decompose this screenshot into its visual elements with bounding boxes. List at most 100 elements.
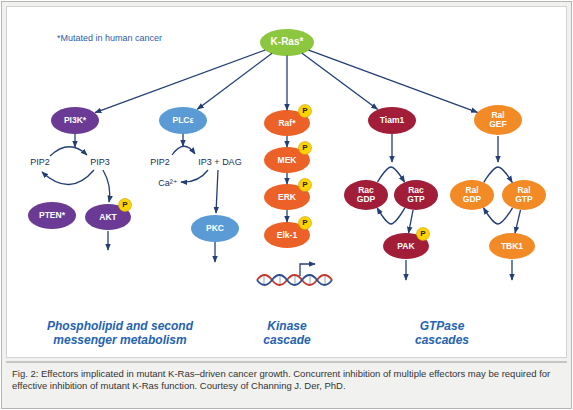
flow-arrow bbox=[103, 170, 110, 202]
node-text: TBK1 bbox=[492, 242, 532, 251]
metabolite-label: IP3 + DAG bbox=[194, 157, 246, 168]
badge-circle bbox=[119, 199, 132, 212]
phospho-badge: P bbox=[118, 198, 132, 212]
flow-arrow bbox=[216, 170, 218, 213]
node-text: PAK bbox=[386, 242, 426, 251]
effector-node: PLCε bbox=[159, 107, 207, 134]
cycle-arrow bbox=[42, 170, 94, 185]
output-arrow bbox=[107, 231, 108, 250]
conversion-arrow bbox=[172, 146, 195, 155]
kinase-node: TBK1 bbox=[489, 233, 535, 259]
node-text: PKC bbox=[194, 224, 236, 233]
phospho-mark: P bbox=[416, 230, 430, 238]
phospho-mark: P bbox=[298, 107, 312, 115]
node-ellipse bbox=[368, 107, 416, 134]
node-text: AKT bbox=[88, 213, 128, 222]
signal-arrow bbox=[197, 53, 272, 109]
node-ellipse bbox=[502, 180, 546, 210]
metabolite-label: PIP2 bbox=[146, 157, 174, 168]
category-heading: GTPase cascades bbox=[402, 319, 482, 348]
node-ellipse bbox=[344, 180, 388, 210]
node-text: PI3K* bbox=[54, 116, 96, 125]
node-text: Elk-1 bbox=[267, 231, 307, 240]
signal-arrow bbox=[286, 136, 287, 147]
badge-circle bbox=[417, 228, 430, 241]
phospho-mark: P bbox=[118, 201, 132, 209]
node-ellipse bbox=[51, 107, 99, 134]
node-text: Raf* bbox=[267, 119, 307, 128]
node-ellipse bbox=[474, 105, 522, 135]
signal-arrow bbox=[377, 167, 404, 182]
diagram-panel bbox=[7, 7, 567, 358]
node-ellipse bbox=[489, 233, 535, 259]
dna-strand bbox=[257, 275, 332, 285]
signal-arrow bbox=[409, 210, 414, 233]
phospho-badge: P bbox=[416, 227, 430, 241]
gtpase-node: Ral GTP bbox=[502, 180, 546, 210]
dna-rung bbox=[295, 275, 296, 285]
node-text: Ral GEF bbox=[485, 111, 511, 129]
metabolite-label: PIP2 bbox=[26, 157, 54, 168]
phospho-badge: P bbox=[298, 216, 312, 230]
node-ellipse bbox=[394, 180, 438, 210]
figure-caption: Fig. 2: Effectors implicated in mutant K… bbox=[12, 368, 561, 393]
node-ellipse bbox=[28, 202, 76, 229]
dna-rung bbox=[280, 275, 281, 285]
node-text: Rac GDP bbox=[353, 186, 379, 204]
badge-circle bbox=[299, 179, 312, 192]
node-ellipse bbox=[450, 180, 494, 210]
node-ellipse bbox=[260, 29, 314, 56]
badge-circle bbox=[299, 105, 312, 118]
signal-arrow bbox=[484, 167, 512, 182]
transcription-arrow bbox=[300, 264, 315, 276]
caption-rule bbox=[6, 362, 567, 363]
signal-arrow bbox=[286, 210, 287, 222]
output-arrow bbox=[214, 242, 215, 262]
ion-label: Ca²⁺ bbox=[156, 178, 180, 189]
node-text: Ral GDP bbox=[459, 186, 485, 204]
signal-arrow bbox=[309, 50, 478, 112]
node-text: ERK bbox=[267, 193, 307, 202]
gtpase-node: Ral GDP bbox=[450, 180, 494, 210]
kinase-node: PKC bbox=[191, 215, 239, 242]
dna-helix bbox=[257, 275, 332, 285]
cycle-arrow bbox=[50, 147, 87, 156]
signal-arrow bbox=[483, 208, 512, 224]
flow-arrow bbox=[497, 136, 498, 162]
output-arrow bbox=[405, 260, 406, 280]
dna-rung bbox=[325, 275, 326, 285]
node-ellipse bbox=[191, 215, 239, 242]
node-text: MEK bbox=[267, 156, 307, 165]
effector-node: Ral GEF bbox=[474, 105, 522, 135]
node-text: Rac GTP bbox=[403, 186, 429, 204]
effector-node: PI3K* bbox=[51, 107, 99, 134]
enzyme-node: PTEN* bbox=[28, 202, 76, 229]
flow-arrow bbox=[181, 170, 208, 182]
ras-node: K-Ras* bbox=[260, 29, 314, 56]
category-heading: Phospholipid and second messenger metabo… bbox=[25, 319, 215, 348]
dna-rung bbox=[264, 275, 265, 285]
flow-arrow bbox=[391, 134, 392, 162]
phospho-mark: P bbox=[298, 144, 312, 152]
metabolite-label: PIP3 bbox=[86, 157, 114, 168]
output-arrow bbox=[511, 260, 512, 280]
node-ellipse bbox=[159, 107, 207, 134]
phospho-mark: P bbox=[298, 181, 312, 189]
node-text: Tiam1 bbox=[371, 116, 413, 125]
flow-arrow bbox=[182, 134, 183, 146]
signal-arrow bbox=[515, 210, 520, 233]
phospho-mark: P bbox=[298, 219, 312, 227]
flow-arrow bbox=[74, 134, 75, 147]
phospho-badge: P bbox=[298, 104, 312, 118]
phospho-badge: P bbox=[298, 178, 312, 192]
badge-circle bbox=[299, 217, 312, 230]
signal-arrow bbox=[286, 56, 287, 111]
node-text: PTEN* bbox=[31, 211, 73, 220]
gtpase-node: Rac GTP bbox=[394, 180, 438, 210]
category-heading: Kinase cascade bbox=[250, 319, 325, 348]
signal-arrow bbox=[302, 53, 377, 109]
gtpase-node: Rac GDP bbox=[344, 180, 388, 210]
footnote-label: *Mutated in human cancer bbox=[57, 33, 207, 44]
badge-circle bbox=[299, 142, 312, 155]
